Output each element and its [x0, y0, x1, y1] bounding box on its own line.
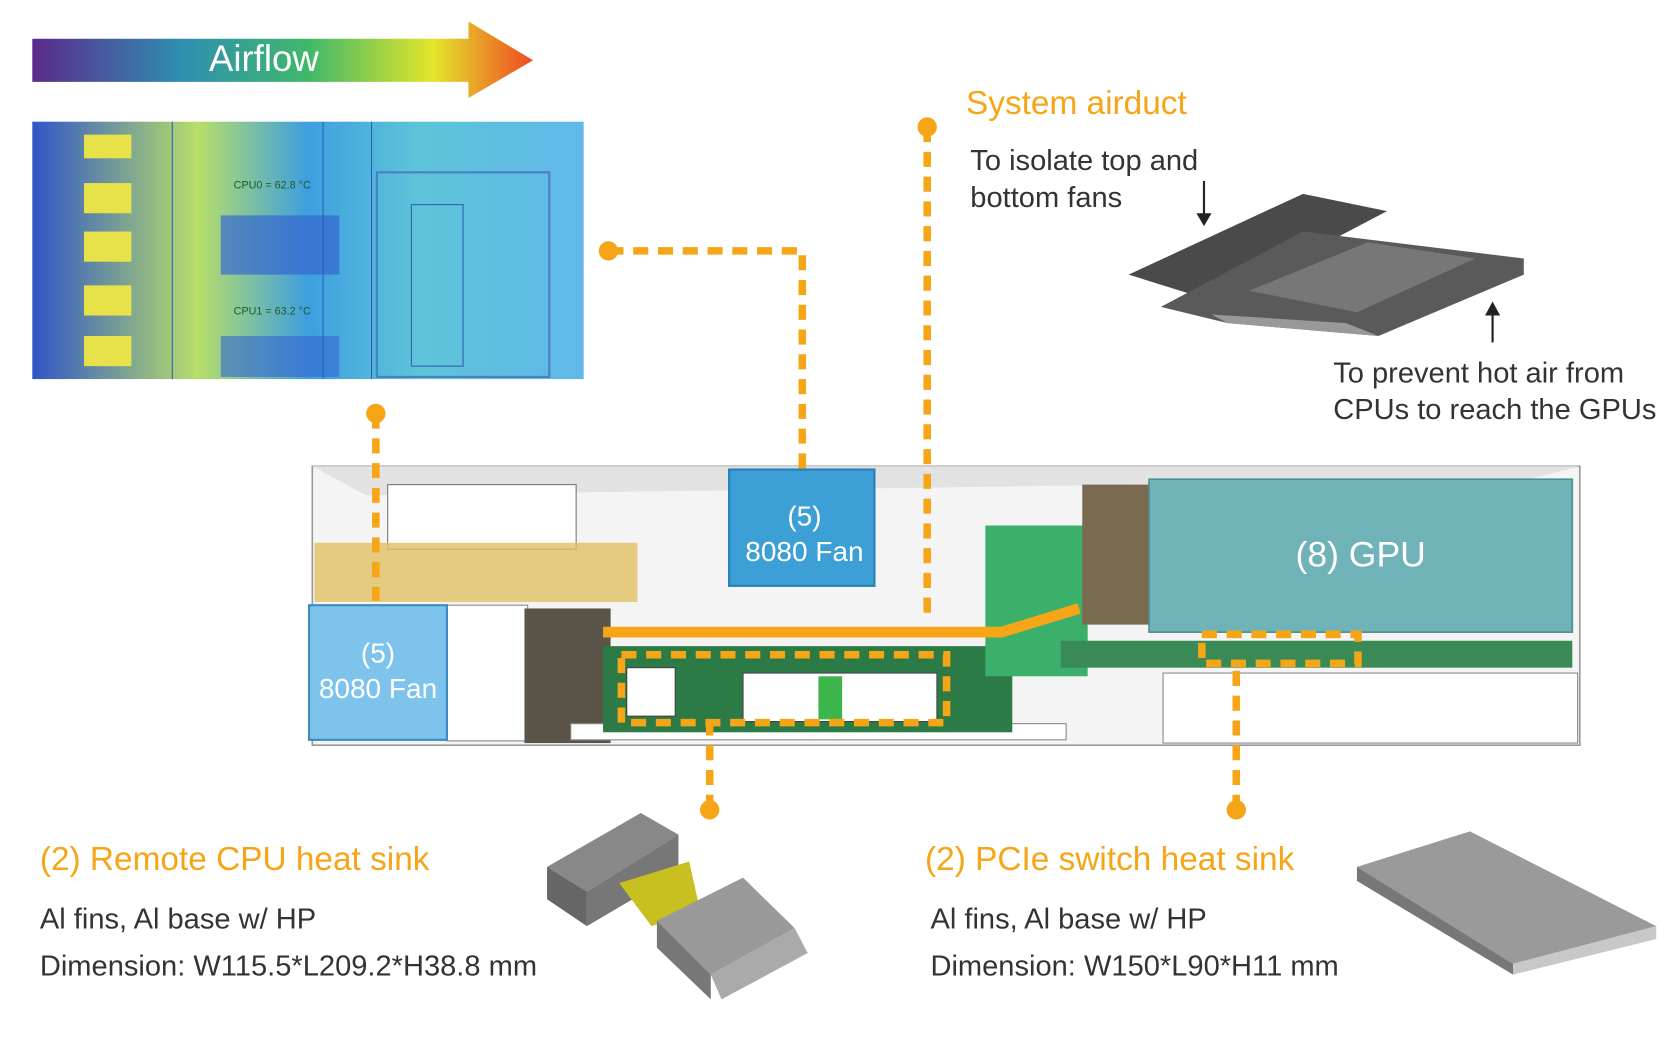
- cpu1-temperature: CPU1 = 63.2 °C: [233, 305, 311, 318]
- note-line: To isolate top and: [970, 144, 1199, 177]
- airduct-title: System airduct: [965, 83, 1187, 122]
- thermal-map: [32, 121, 584, 380]
- pcie-heatsink-title: (2) PCIe switch heat sink: [925, 839, 1295, 878]
- gpu-label: (8) GPU: [1295, 534, 1426, 574]
- fan-count: (5): [787, 499, 822, 532]
- front-fan-label: (5) 8080 Fan: [309, 635, 447, 706]
- note-line: CPUs to reach the GPUs: [1333, 393, 1657, 426]
- airduct-illustration: [1128, 180, 1524, 343]
- note-line: bottom fans: [970, 180, 1123, 214]
- airduct-line: [603, 603, 1081, 638]
- note-line: To prevent hot air from: [1333, 356, 1625, 389]
- mid-fan-label: (5) 8080 Fan: [729, 499, 880, 570]
- callout-lines: [372, 127, 1362, 810]
- airduct-note-bottom: To prevent hot air from CPUs to reach th…: [1333, 354, 1656, 427]
- cpu-heatsink-illustration: [547, 813, 808, 1000]
- front-fan-box: [307, 604, 448, 741]
- callout-dots: [366, 117, 1246, 820]
- airflow-arrow: [32, 21, 534, 98]
- mid-fan-box: [727, 468, 876, 587]
- fan-model: 8080 Fan: [745, 535, 864, 568]
- cpu-heatsink-material: Al fins, Al base w/ HP: [39, 902, 317, 935]
- pcie-heatsink-material: Al fins, Al base w/ HP: [930, 902, 1207, 935]
- fan-count: (5): [360, 636, 396, 669]
- airduct-note-top: To isolate top and bottom fans: [970, 142, 1198, 215]
- gpu-box: [1148, 478, 1574, 633]
- fan-model: 8080 Fan: [318, 671, 438, 705]
- cpu-heatsink-dimension: Dimension: W115.5*L209.2*H38.8 mm: [39, 949, 538, 983]
- cpu0-temperature: CPU0 = 62.8 °C: [233, 179, 311, 192]
- pcie-heatsink-dimension: Dimension: W150*L90*H11 mm: [930, 949, 1339, 983]
- cpu-heatsink-title: (2) Remote CPU heat sink: [39, 839, 430, 878]
- pcie-heatsink-illustration: [1356, 831, 1657, 975]
- airflow-label: Airflow: [208, 38, 319, 80]
